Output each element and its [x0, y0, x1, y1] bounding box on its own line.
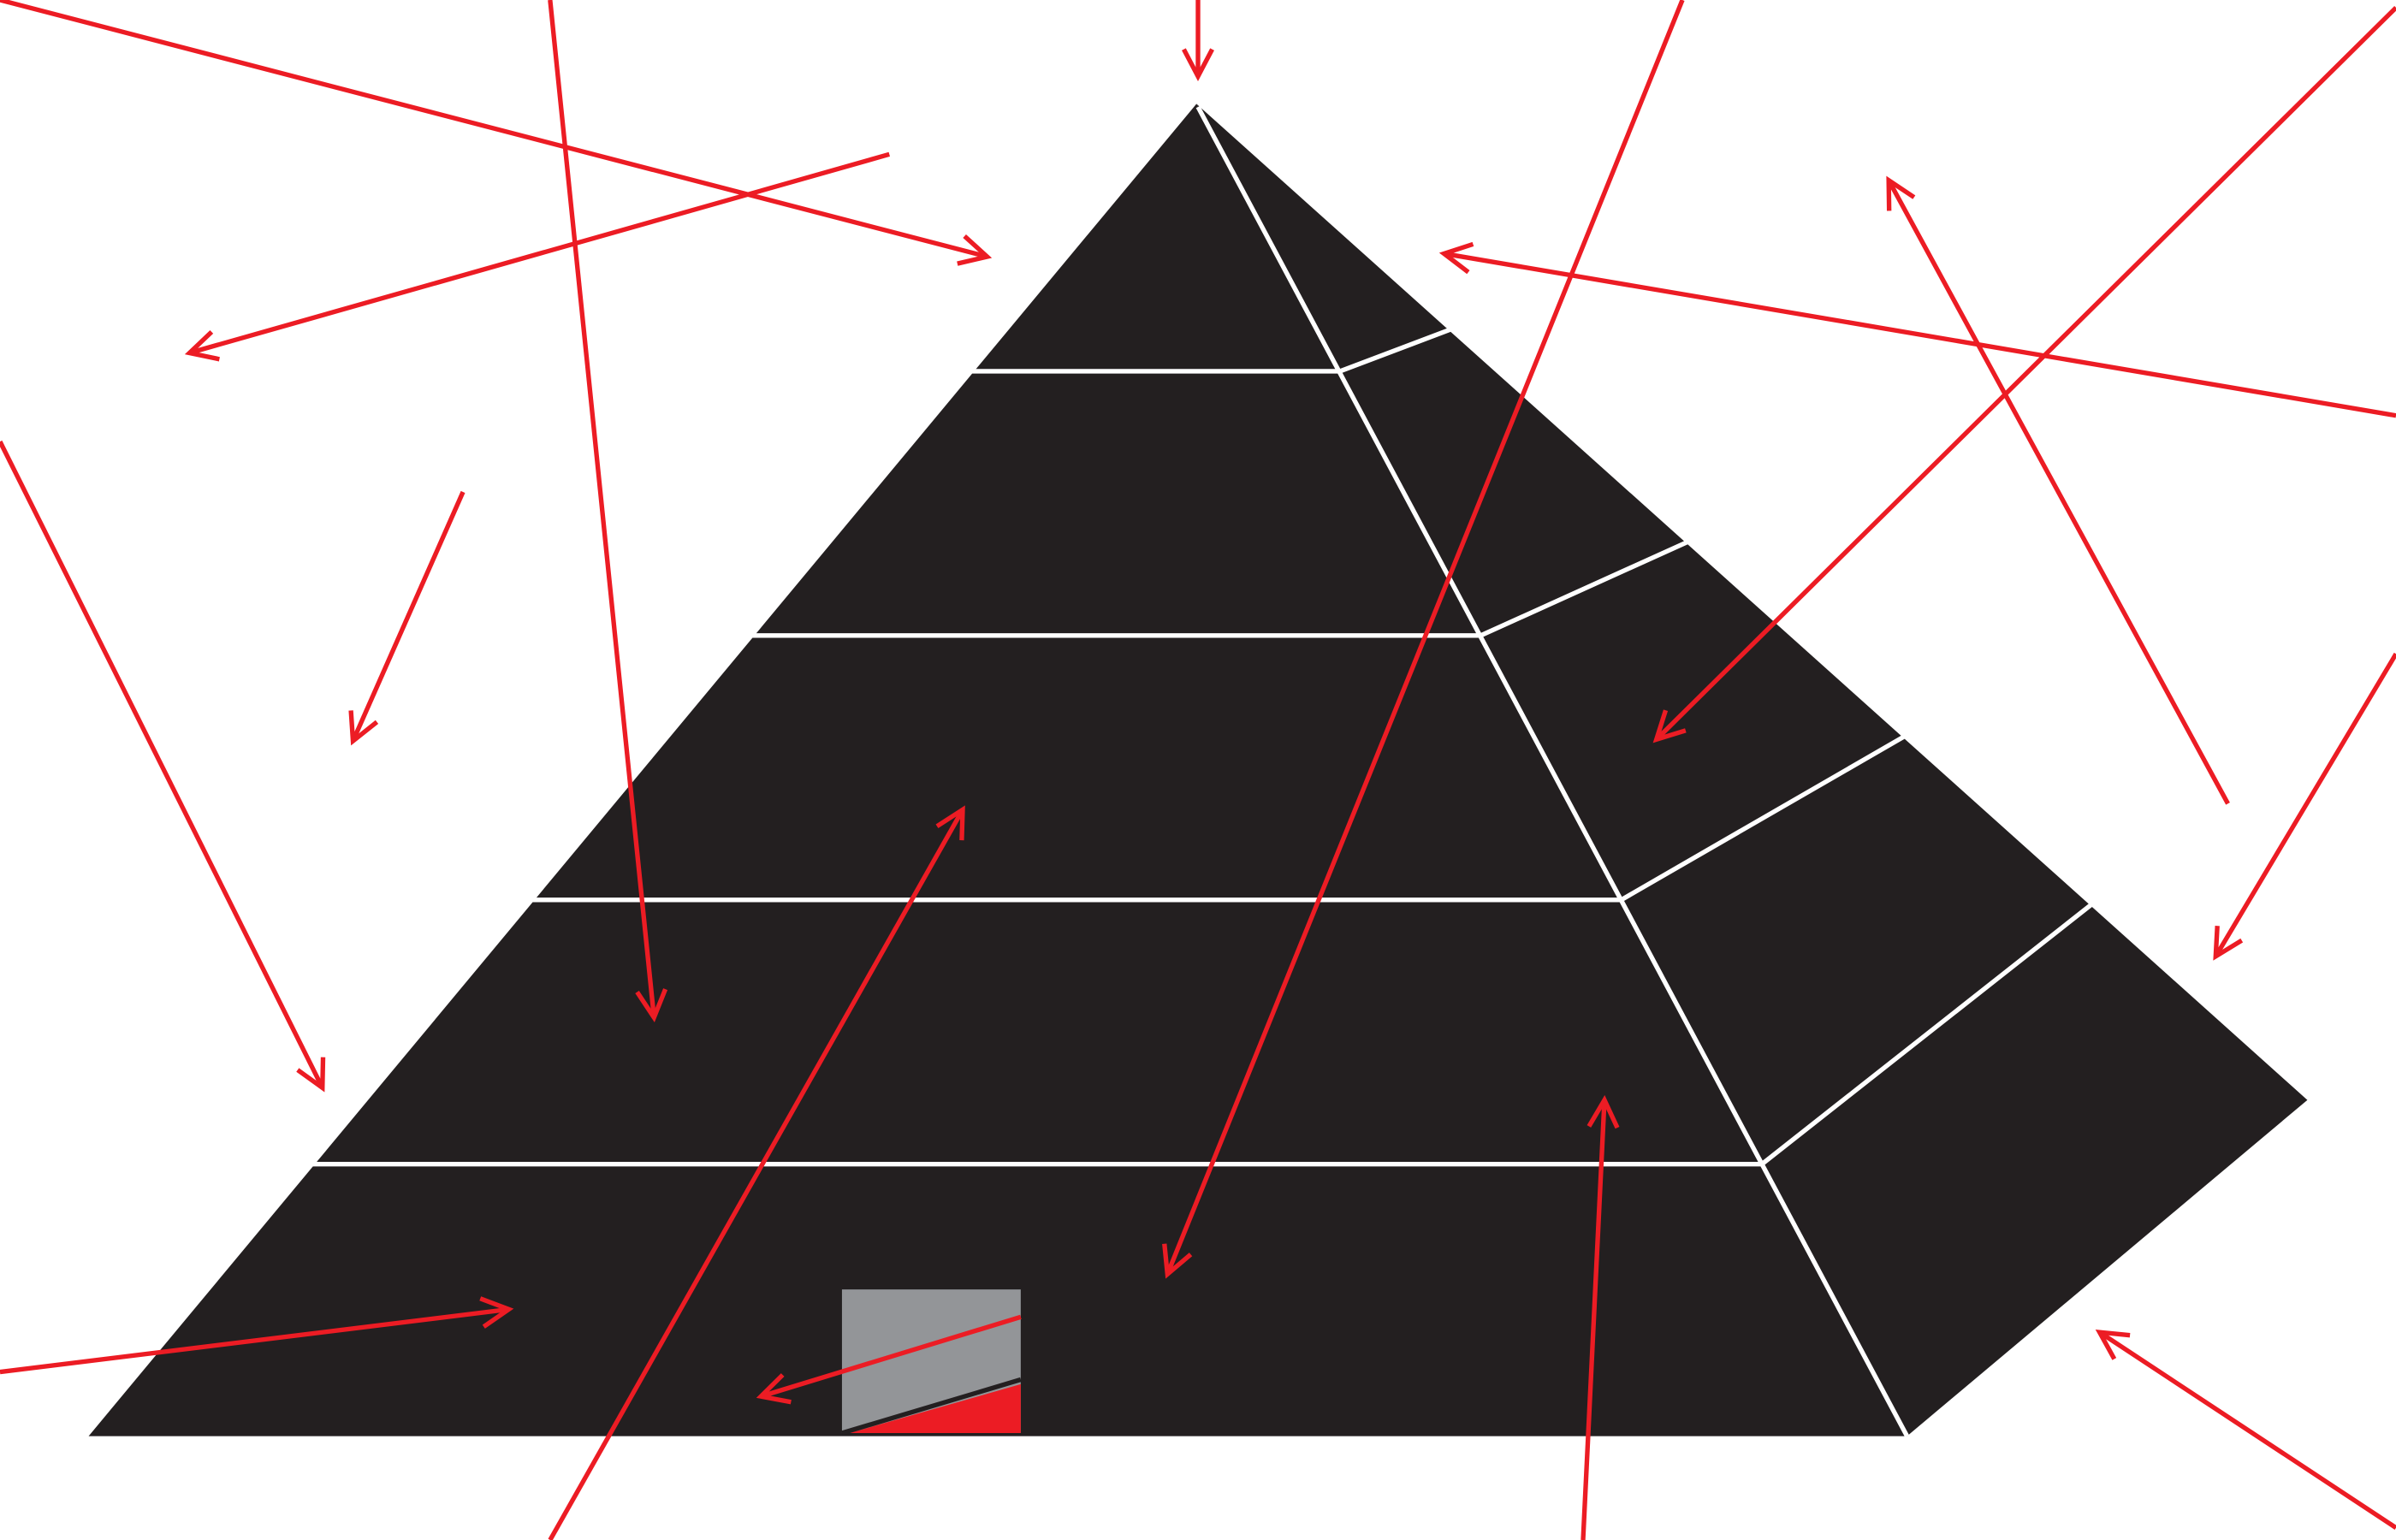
- arrow-shaft: [0, 440, 325, 1089]
- red-arrow-8: [1886, 175, 2230, 805]
- pyramid: [88, 104, 2308, 1436]
- arrow-shaft: [1654, 6, 2396, 742]
- red-arrow-9: [348, 490, 466, 746]
- arrow-head-icon: [957, 234, 993, 266]
- arrow-shaft: [188, 151, 891, 356]
- door-dark-stripe: [841, 1377, 1022, 1436]
- red-arrow-11: [2213, 652, 2396, 961]
- arrow-head-icon: [479, 1296, 514, 1329]
- arrow-shaft: [1444, 251, 2396, 418]
- arrow-shaft: [1886, 179, 2230, 805]
- red-arrow-14: [0, 1296, 514, 1375]
- arrow-shaft: [2098, 1330, 2396, 1530]
- pyramid-door: [841, 1289, 1022, 1436]
- arrow-shaft: [0, 0, 988, 259]
- arrow-head-icon: [1652, 709, 1687, 743]
- pyramid-front-face: [88, 104, 1907, 1436]
- red-arrow-4: [184, 151, 891, 362]
- arrow-shaft: [0, 1306, 509, 1375]
- arrow-head-icon: [348, 710, 379, 746]
- arrow-head-icon: [1586, 1094, 1620, 1129]
- arrow-head-icon: [1438, 241, 1474, 275]
- side-divider-4: [1760, 901, 2096, 1166]
- arrow-head-icon: [1886, 175, 1916, 211]
- side-divider-3: [1620, 732, 1908, 903]
- red-arrow-13: [1581, 1094, 1620, 1540]
- arrow-shaft: [1165, 0, 1685, 1276]
- red-arrow-12: [548, 805, 965, 1540]
- arrow-head-icon: [296, 1057, 326, 1093]
- red-arrow-7: [1438, 241, 2396, 418]
- side-divider-1: [1339, 326, 1455, 374]
- arrow-shaft: [2213, 652, 2396, 958]
- arrow-shaft: [351, 490, 466, 743]
- arrow-head-icon: [2213, 926, 2244, 961]
- red-arrow-5: [1162, 0, 1685, 1279]
- red-arrow-2: [548, 0, 668, 1023]
- red-arrow-15: [756, 1314, 1022, 1405]
- red-arrow-3: [1182, 0, 1214, 82]
- arrow-head-icon: [184, 329, 220, 362]
- arrow-head-icon: [756, 1373, 792, 1405]
- arrow-shaft: [1581, 1099, 1607, 1540]
- arrow-head-icon: [935, 805, 965, 841]
- arrow-head-icon: [1182, 48, 1214, 82]
- red-arrow-10: [0, 440, 326, 1093]
- arrow-shaft: [548, 808, 965, 1540]
- pyramid-layer-dividers: [306, 105, 2096, 1437]
- side-divider-2: [1480, 538, 1692, 638]
- arrow-head-icon: [2095, 1329, 2131, 1360]
- red-arrow-6: [1652, 6, 2396, 743]
- arrow-head-icon: [635, 988, 668, 1023]
- door-red-wedge: [849, 1383, 1021, 1433]
- red-arrow-16: [2095, 1329, 2396, 1530]
- arrow-head-icon: [1162, 1243, 1193, 1279]
- arrow-shaft: [548, 0, 656, 1018]
- pyramid-side-face: [1196, 104, 2308, 1436]
- pyramid-front-edge: [1195, 105, 1909, 1437]
- red-arrow-1: [0, 0, 993, 266]
- arrow-shaft: [760, 1314, 1022, 1399]
